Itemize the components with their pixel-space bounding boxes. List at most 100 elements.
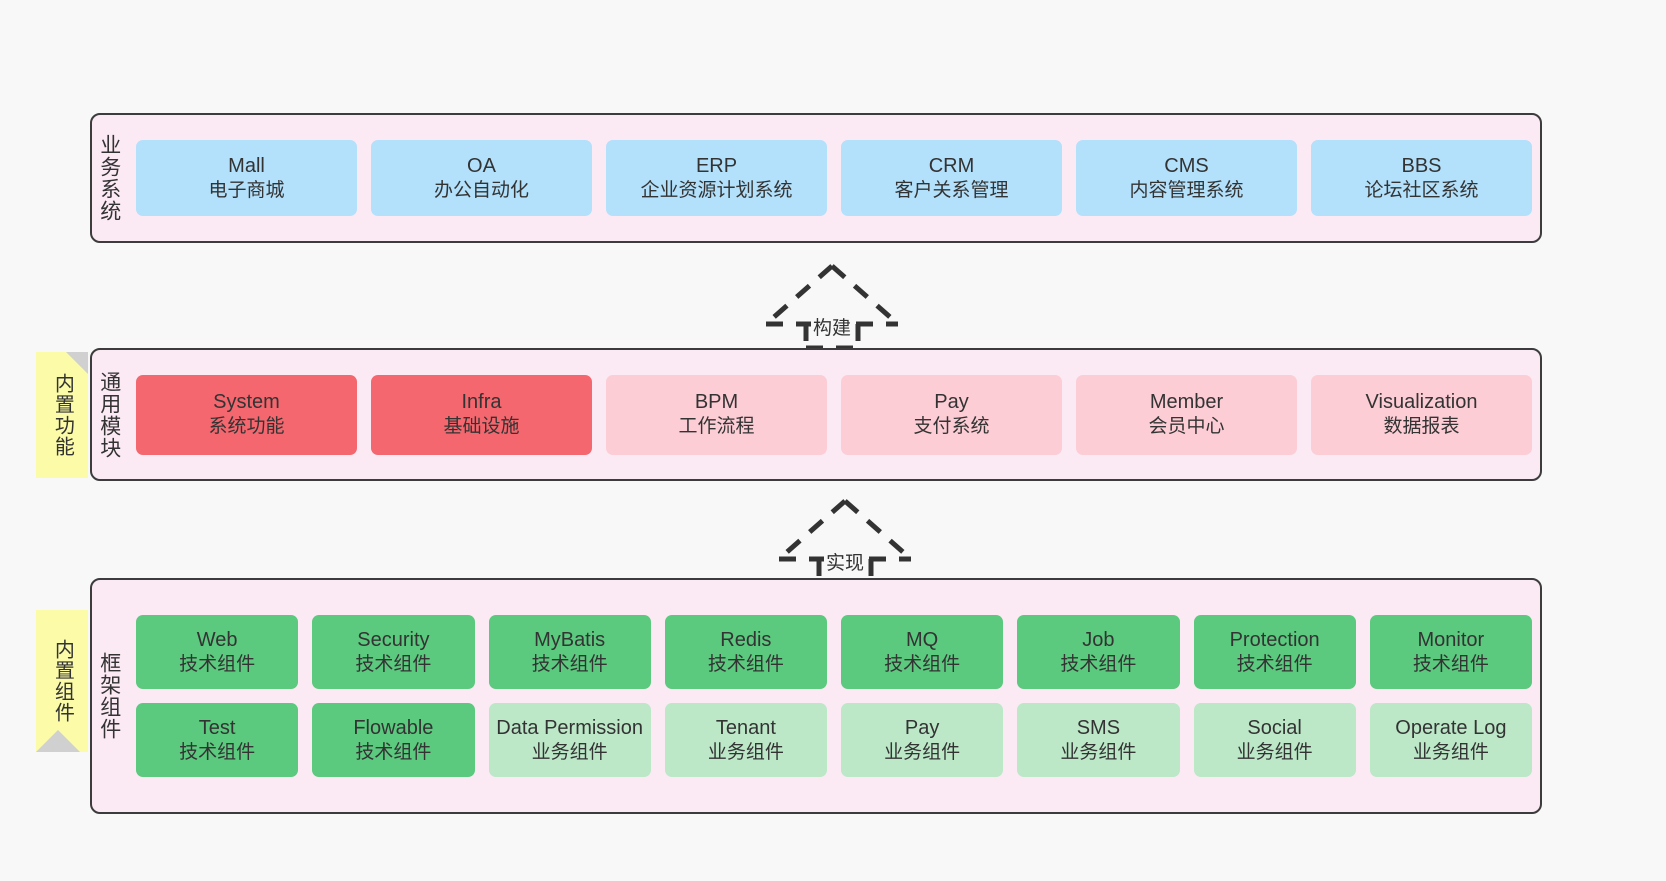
card-social[interactable]: Social 业务组件: [1193, 703, 1356, 777]
card-title: Test: [198, 716, 236, 739]
card-title: BPM: [694, 391, 739, 414]
card-subtitle: 电子商城: [208, 179, 285, 201]
card-subtitle: 技术组件: [1060, 653, 1137, 675]
card-subtitle: 技术组件: [1236, 653, 1313, 675]
card-cms[interactable]: CMS 内容管理系统: [1076, 140, 1297, 216]
card-subtitle: 业务组件: [884, 741, 961, 763]
card-subtitle: 业务组件: [707, 741, 784, 763]
card-pay[interactable]: Pay 支付系统: [841, 374, 1062, 455]
card-subtitle: 业务组件: [1412, 741, 1489, 763]
card-subtitle: 工作流程: [678, 416, 755, 438]
card-subtitle: 技术组件: [179, 741, 256, 763]
card-subtitle: 会员中心: [1148, 416, 1225, 438]
card-protection[interactable]: Protection 技术组件: [1193, 615, 1356, 689]
card-title: Monitor: [1417, 628, 1485, 651]
card-bbs[interactable]: BBS 论坛社区系统: [1311, 140, 1532, 216]
layer-framework-component-title: 框架组件: [97, 652, 121, 740]
card-subtitle: 技术组件: [355, 741, 432, 763]
note-fold-corner-icon: [36, 708, 80, 752]
card-subtitle: 技术组件: [355, 653, 432, 675]
card-title: Protection: [1229, 628, 1320, 651]
card-title: Tenant: [715, 716, 776, 739]
layer-common-module: 通用模块 System 系统功能 Infra 基础设施 BPM 工作流程 Pay…: [90, 348, 1542, 481]
card-row: Web 技术组件 Security 技术组件 MyBatis 技术组件 Redi…: [136, 615, 1532, 689]
card-infra[interactable]: Infra 基础设施: [371, 374, 592, 455]
card-title: System: [213, 391, 280, 414]
card-subtitle: 内容管理系统: [1129, 179, 1244, 201]
card-subtitle: 企业资源计划系统: [640, 179, 793, 201]
card-subtitle: 系统功能: [208, 416, 285, 438]
connector-build-label: 构建: [810, 313, 854, 340]
layer-business-system: 业务系统 Mall 电子商城 OA 办公自动化 ERP 企业资源计划系统 CRM…: [90, 113, 1542, 243]
card-mall[interactable]: Mall 电子商城: [136, 140, 357, 216]
card-test[interactable]: Test 技术组件: [136, 703, 299, 777]
card-mq[interactable]: MQ 技术组件: [841, 615, 1004, 689]
card-visualization[interactable]: Visualization 数据报表: [1311, 374, 1532, 455]
layer-framework-component-body: Web 技术组件 Security 技术组件 MyBatis 技术组件 Redi…: [126, 580, 1540, 812]
card-title: MyBatis: [534, 628, 606, 651]
card-data-permission[interactable]: Data Permission 业务组件: [488, 703, 651, 777]
card-system[interactable]: System 系统功能: [136, 374, 357, 455]
card-erp[interactable]: ERP 企业资源计划系统: [606, 140, 827, 216]
card-pay-business[interactable]: Pay 业务组件: [841, 703, 1004, 777]
card-title: Flowable: [353, 716, 434, 739]
card-title: CRM: [928, 154, 975, 177]
card-subtitle: 技术组件: [531, 653, 608, 675]
card-subtitle: 基础设施: [443, 416, 520, 438]
layer-common-module-body: System 系统功能 Infra 基础设施 BPM 工作流程 Pay 支付系统…: [126, 350, 1540, 479]
card-subtitle: 办公自动化: [433, 179, 529, 201]
card-title: Operate Log: [1395, 716, 1507, 739]
card-bpm[interactable]: BPM 工作流程: [606, 374, 827, 455]
note-builtin-features: 内置功能: [36, 352, 88, 478]
card-sms[interactable]: SMS 业务组件: [1017, 703, 1180, 777]
layer-common-module-title: 通用模块: [97, 370, 121, 459]
card-mybatis[interactable]: MyBatis 技术组件: [488, 615, 651, 689]
card-subtitle: 论坛社区系统: [1364, 179, 1479, 201]
connector-implement: 实现: [775, 497, 915, 585]
connector-build: 构建: [762, 262, 902, 350]
card-title: Visualization: [1365, 391, 1478, 414]
card-security[interactable]: Security 技术组件: [312, 615, 475, 689]
card-title: Member: [1149, 391, 1224, 414]
layer-business-system-title: 业务系统: [97, 134, 121, 222]
card-row: Mall 电子商城 OA 办公自动化 ERP 企业资源计划系统 CRM 客户关系…: [136, 140, 1532, 216]
card-title: Data Permission: [496, 716, 643, 739]
card-title: BBS: [1401, 154, 1442, 177]
card-web[interactable]: Web 技术组件: [136, 615, 299, 689]
card-title: MQ: [906, 628, 939, 651]
card-title: Infra: [461, 391, 502, 414]
card-row: Test 技术组件 Flowable 技术组件 Data Permission …: [136, 703, 1532, 777]
card-redis[interactable]: Redis 技术组件: [664, 615, 827, 689]
card-subtitle: 数据报表: [1383, 416, 1460, 438]
layer-framework-component: 框架组件 Web 技术组件 Security 技术组件 MyBatis 技术组件…: [90, 578, 1542, 814]
card-flowable[interactable]: Flowable 技术组件: [312, 703, 475, 777]
card-title: SMS: [1076, 716, 1121, 739]
card-title: Web: [196, 628, 238, 651]
note-builtin-components: 内置组件: [36, 610, 88, 752]
card-subtitle: 业务组件: [1236, 741, 1313, 763]
card-subtitle: 技术组件: [179, 653, 256, 675]
card-title: Pay: [904, 716, 940, 739]
card-oa[interactable]: OA 办公自动化: [371, 140, 592, 216]
card-monitor[interactable]: Monitor 技术组件: [1369, 615, 1532, 689]
card-subtitle: 客户关系管理: [894, 179, 1009, 201]
card-title: OA: [467, 154, 496, 177]
card-crm[interactable]: CRM 客户关系管理: [841, 140, 1062, 216]
note-builtin-components-label: 内置组件: [51, 639, 74, 723]
card-title: Mall: [228, 154, 265, 177]
layer-business-system-body: Mall 电子商城 OA 办公自动化 ERP 企业资源计划系统 CRM 客户关系…: [126, 115, 1540, 241]
card-subtitle: 业务组件: [1060, 741, 1137, 763]
card-title: Job: [1082, 628, 1115, 651]
card-job[interactable]: Job 技术组件: [1017, 615, 1180, 689]
card-title: CMS: [1164, 154, 1209, 177]
card-subtitle: 技术组件: [1412, 653, 1489, 675]
card-tenant[interactable]: Tenant 业务组件: [664, 703, 827, 777]
note-builtin-features-label: 内置功能: [51, 373, 74, 457]
card-subtitle: 支付系统: [913, 416, 990, 438]
note-fold-corner-icon: [66, 352, 88, 374]
card-member[interactable]: Member 会员中心: [1076, 374, 1297, 455]
connector-implement-label: 实现: [823, 548, 867, 575]
card-operate-log[interactable]: Operate Log 业务组件: [1369, 703, 1532, 777]
card-subtitle: 技术组件: [707, 653, 784, 675]
